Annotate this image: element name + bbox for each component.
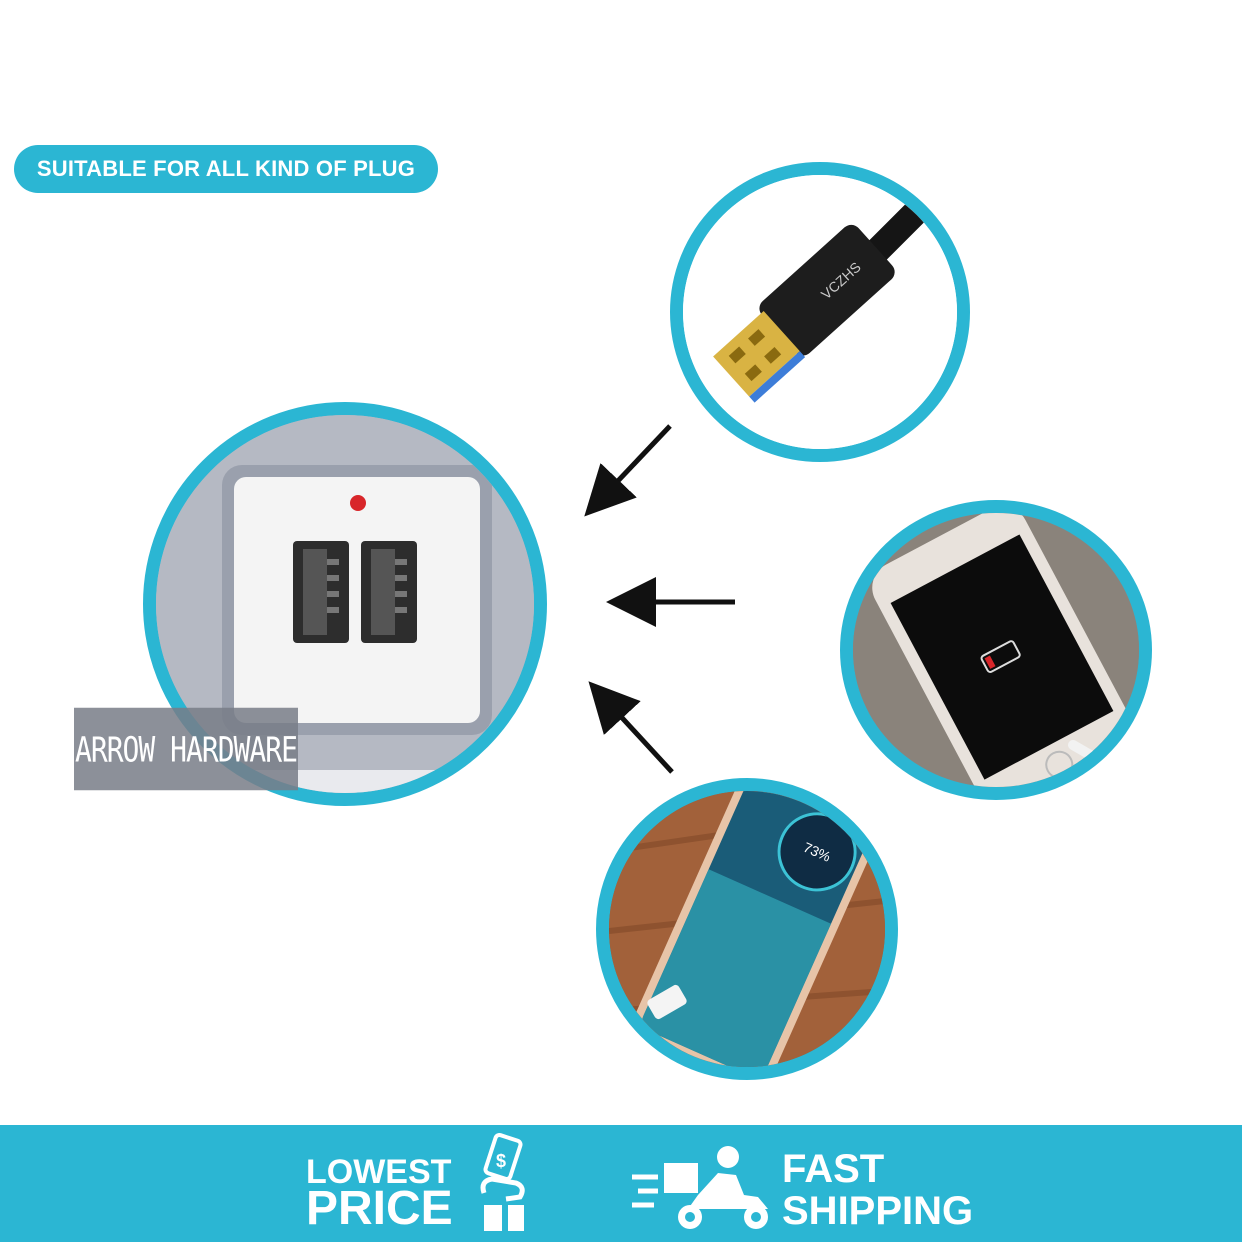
svg-text:$: $: [496, 1151, 506, 1171]
usb-cable-illustration: VCZHS: [683, 175, 957, 449]
usb-cable-photo: VCZHS: [670, 162, 970, 462]
phone-low-battery-photo: [840, 500, 1152, 800]
arrows-group: [584, 424, 735, 774]
money-hand-icon: $: [480, 1133, 525, 1231]
lowest-label: LOWEST: [306, 1153, 452, 1191]
led-indicator-icon: [350, 495, 366, 511]
phone2-illustration: 73%: [609, 791, 885, 1067]
brand-watermark: ARROW HARDWARE: [74, 707, 298, 791]
arrow-icon: [588, 681, 674, 774]
fast-label: FAST: [782, 1147, 885, 1191]
delivery-scooter-icon: [632, 1146, 768, 1229]
suitable-badge: SUITABLE FOR ALL KIND OF PLUG: [14, 145, 438, 193]
shipping-label: SHIPPING: [782, 1189, 974, 1233]
battery-icon: [980, 640, 1021, 673]
price-label: PRICE: [306, 1182, 453, 1235]
arrow-icon: [584, 424, 672, 517]
phone-illustration: [853, 513, 1139, 787]
promo-banner: LOWEST PRICE $ FAST SHIPPING: [0, 1125, 1242, 1242]
phone-charging-photo: 73%: [596, 778, 898, 1080]
